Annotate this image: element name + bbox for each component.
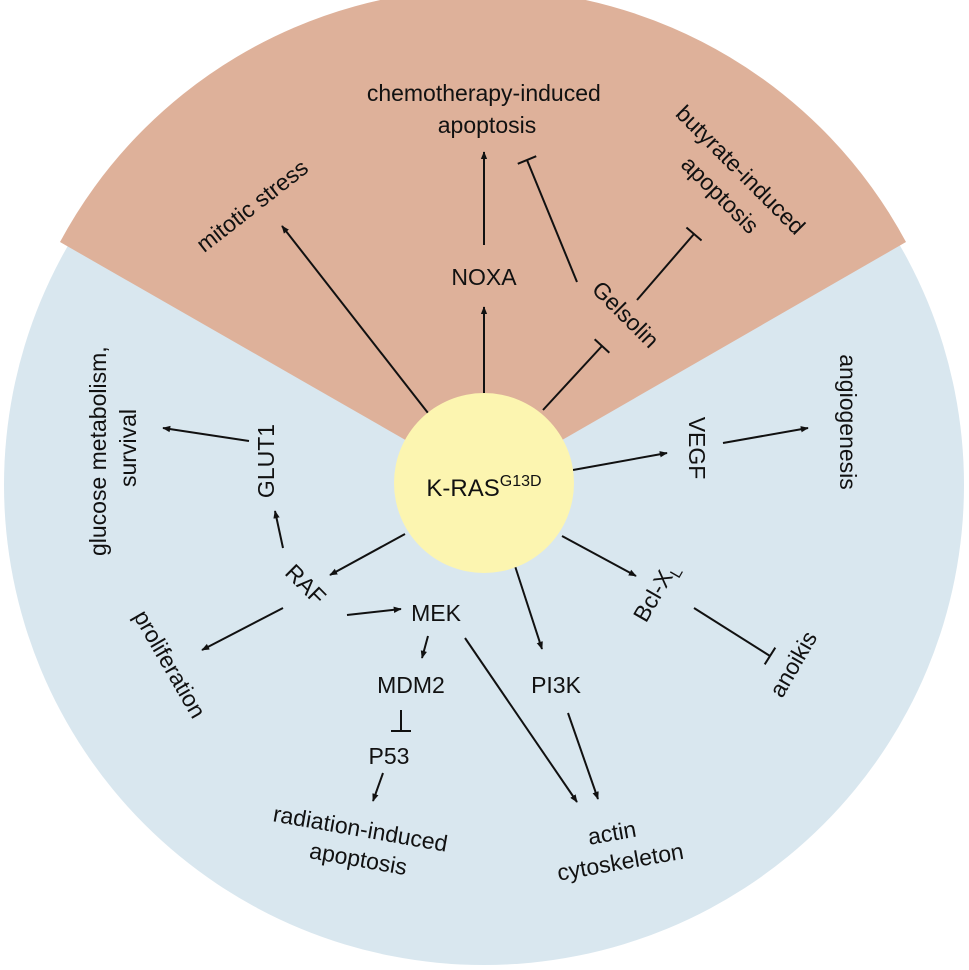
edge-mek-actin	[464, 637, 578, 803]
chemo-line2: apoptosis	[438, 112, 536, 138]
edge-kras-gelsolin-inhibit	[542, 338, 611, 411]
kras-superscript: G13D	[500, 473, 542, 490]
noxa-label: NOXA	[451, 264, 517, 290]
edge-vegf-angiogenesis	[722, 426, 809, 444]
chemo-apoptosis-label: chemotherapy-induced apoptosis	[367, 80, 607, 138]
edge-raf-proliferation	[201, 607, 284, 651]
edge-mek-mdm2	[420, 635, 429, 659]
edge-pi3k-actin	[567, 712, 599, 800]
edge-p53-radiation	[372, 772, 384, 802]
edge-kras-raf	[329, 533, 406, 576]
pi3k-label: PI3K	[531, 672, 582, 698]
glucose-line1: glucose metabolism,	[85, 346, 111, 556]
glut1-label: GLUT1	[253, 424, 279, 498]
edge-glut1-glucose	[162, 425, 250, 442]
edge-gelsolin-chemo-inhibit	[517, 155, 578, 283]
mdm2-label: MDM2	[377, 672, 445, 698]
vegf-label: VEGF	[684, 417, 710, 480]
p53-label: P53	[369, 743, 410, 769]
kras-main: K-RAS	[426, 475, 499, 502]
glucose-line2: survival	[115, 409, 141, 487]
kras-node	[394, 393, 574, 573]
edge-raf-mek	[346, 606, 402, 616]
edge-kras-vegf	[572, 451, 668, 471]
edge-kras-mitotic	[281, 225, 429, 414]
edge-kras-pi3k	[514, 565, 543, 650]
angiogenesis-label: angiogenesis	[835, 354, 861, 490]
edge-gelsolin-butyrate-inhibit	[636, 226, 703, 301]
glucose-survival-label: glucose metabolism, survival	[85, 340, 141, 556]
edge-kras-bclxl	[561, 535, 637, 577]
kras-label: K-RASG13D	[426, 473, 541, 502]
edge-raf-glut1	[273, 510, 284, 549]
edge-bclxl-anoikis-inhibit	[693, 607, 777, 665]
chemo-line1: chemotherapy-induced	[367, 80, 601, 106]
edges	[162, 151, 809, 803]
mek-label: MEK	[411, 600, 462, 626]
